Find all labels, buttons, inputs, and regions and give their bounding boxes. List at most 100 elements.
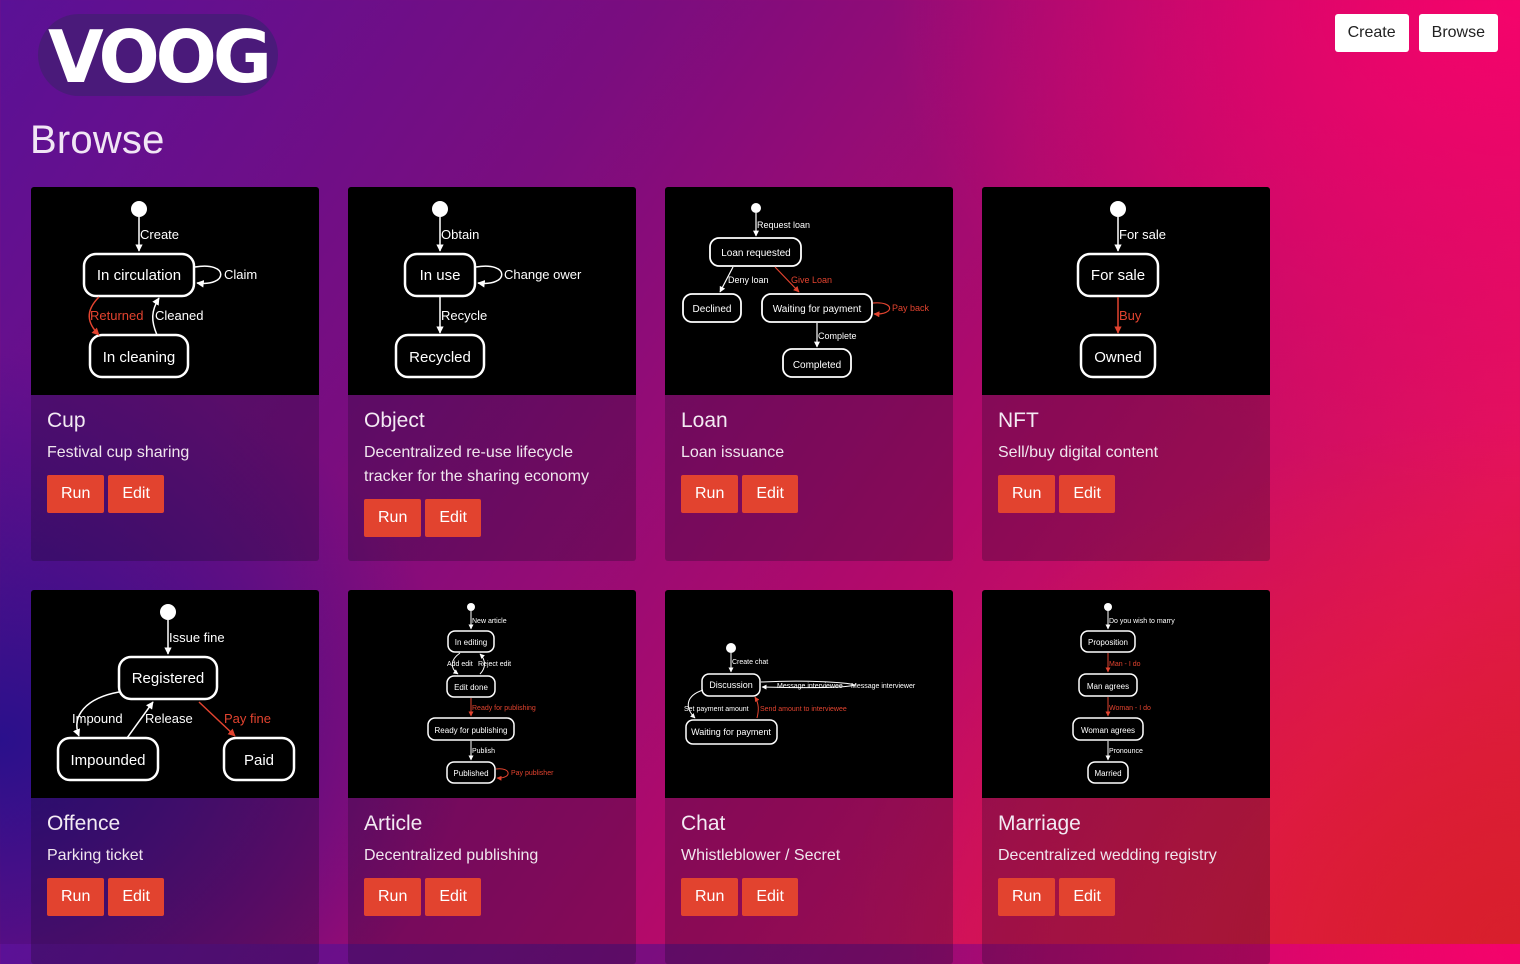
edit-button[interactable]: Edit <box>425 878 481 916</box>
card-object: Obtain In use Change ower Recycle Recycl… <box>348 187 636 561</box>
transition-label: Message interviewee <box>777 683 843 690</box>
state-label: Discussion <box>709 680 753 690</box>
card-article: New article In editing Add edit Reject e… <box>348 590 636 964</box>
card-title: NFT <box>998 409 1039 432</box>
transition-label: Ready for publishing <box>472 705 536 712</box>
transition-label: Send amount to interviewee <box>760 706 847 713</box>
edit-button[interactable]: Edit <box>742 475 798 513</box>
card-description: Parking ticket <box>47 847 144 864</box>
card-description: Whistleblower / Secret <box>681 847 841 864</box>
voog-logo[interactable]: VOOG <box>36 12 280 98</box>
run-button[interactable]: Run <box>681 475 739 513</box>
state-label: Completed <box>793 360 841 371</box>
card-title: Object <box>364 409 425 432</box>
edit-button[interactable]: Edit <box>108 475 164 513</box>
transition-label: Man - I do <box>1109 661 1141 668</box>
transition-label: Deny loan <box>728 275 769 285</box>
state-diagram[interactable]: Do you wish to marry Proposition Man - I… <box>982 590 1270 798</box>
state-label: Recycled <box>409 349 471 366</box>
transition-label: Publish <box>472 748 495 755</box>
transition-label: Release <box>145 711 193 726</box>
edit-button[interactable]: Edit <box>108 878 164 916</box>
card-offence: Issue fine Registered Impound Release Pa… <box>31 590 319 964</box>
edit-button[interactable]: Edit <box>742 878 798 916</box>
card-description: Decentralized wedding registry <box>998 847 1217 864</box>
card-title: Cup <box>47 409 86 432</box>
state-label: Ready for publishing <box>435 726 508 735</box>
state-diagram[interactable]: New article In editing Add edit Reject e… <box>348 590 636 798</box>
transition-label: Obtain <box>441 227 479 242</box>
transition-label: Claim <box>224 267 257 282</box>
logo-text: VOOG <box>48 15 268 98</box>
transition-label: Pay publisher <box>511 770 554 777</box>
state-diagram[interactable]: Request loan Loan requested Deny loan Gi… <box>665 187 953 395</box>
state-label: Loan requested <box>721 248 791 259</box>
card-title: Loan <box>681 409 728 432</box>
edit-button[interactable]: Edit <box>425 499 481 537</box>
run-button[interactable]: Run <box>364 878 422 916</box>
state-label: Waiting for payment <box>773 304 862 315</box>
run-button[interactable]: Run <box>998 878 1056 916</box>
card-title: Article <box>364 812 423 835</box>
run-button[interactable]: Run <box>47 878 105 916</box>
transition-label: Complete <box>818 331 857 341</box>
transition-label: Pronounce <box>1109 748 1143 755</box>
card-title: Marriage <box>998 812 1081 835</box>
transition-label: Change ower <box>504 267 582 282</box>
state-label: Declined <box>693 304 732 315</box>
state-diagram[interactable]: For sale For sale Buy Owned <box>982 187 1270 395</box>
state-diagram[interactable]: Create chat Discussion Message interview… <box>665 590 953 798</box>
card-nft: For sale For sale Buy Owned NFT Sell/buy… <box>982 187 1270 561</box>
transition-label: Pay fine <box>224 711 271 726</box>
edit-button[interactable]: Edit <box>1059 475 1115 513</box>
run-button[interactable]: Run <box>998 475 1056 513</box>
transition-label: New article <box>472 618 507 625</box>
state-label: Waiting for payment <box>691 727 771 737</box>
browse-button[interactable]: Browse <box>1418 14 1498 52</box>
transition-label: Set payment amount <box>684 706 749 713</box>
state-label: Registered <box>132 670 205 687</box>
transition-label: Give Loan <box>791 275 832 285</box>
transition-label: Pay back <box>892 303 930 313</box>
transition-label: Create <box>140 227 179 242</box>
state-label: Married <box>1094 769 1121 778</box>
card-chat: Create chat Discussion Message interview… <box>665 590 953 964</box>
card-title: Offence <box>47 812 121 835</box>
transition-label: Impound <box>72 711 123 726</box>
run-button[interactable]: Run <box>364 499 422 537</box>
state-label: In circulation <box>97 267 181 284</box>
run-button[interactable]: Run <box>47 475 105 513</box>
state-diagram[interactable]: Issue fine Registered Impound Release Pa… <box>31 590 319 798</box>
card-description: Festival cup sharing <box>47 444 190 461</box>
state-label: Proposition <box>1088 638 1128 647</box>
transition-label: Woman - I do <box>1109 705 1151 712</box>
transition-label: Buy <box>1119 308 1142 323</box>
transition-label: Cleaned <box>155 308 203 323</box>
transition-label: For sale <box>1119 227 1166 242</box>
transition-label: Create chat <box>732 659 768 666</box>
edit-button[interactable]: Edit <box>1059 878 1115 916</box>
card-title: Chat <box>681 812 726 835</box>
transition-label: Recycle <box>441 308 487 323</box>
state-label: In editing <box>455 638 487 647</box>
state-diagram[interactable]: Obtain In use Change ower Recycle Recycl… <box>348 187 636 395</box>
card-cup: Create In circulation Claim In cleaning … <box>31 187 319 561</box>
state-label: Paid <box>244 752 274 769</box>
transition-label: Returned <box>90 308 143 323</box>
state-diagram[interactable]: Create In circulation Claim In cleaning … <box>31 187 319 395</box>
transition-label: Request loan <box>757 220 810 230</box>
run-button[interactable]: Run <box>681 878 739 916</box>
card-marriage: Do you wish to marry Proposition Man - I… <box>982 590 1270 964</box>
state-label: For sale <box>1091 267 1145 284</box>
transition-label: Reject edit <box>478 661 511 668</box>
create-button[interactable]: Create <box>1334 14 1409 52</box>
state-label: In cleaning <box>103 349 176 366</box>
page-title: Browse <box>30 118 165 162</box>
transition-label: Add edit <box>447 661 473 668</box>
state-label: Woman agrees <box>1081 726 1135 735</box>
state-label: Man agrees <box>1087 682 1129 691</box>
top-nav: Create Browse <box>1334 14 1498 52</box>
state-label: Impounded <box>70 752 145 769</box>
state-label: Owned <box>1094 349 1142 366</box>
transition-label: Message interviewer <box>851 683 916 690</box>
